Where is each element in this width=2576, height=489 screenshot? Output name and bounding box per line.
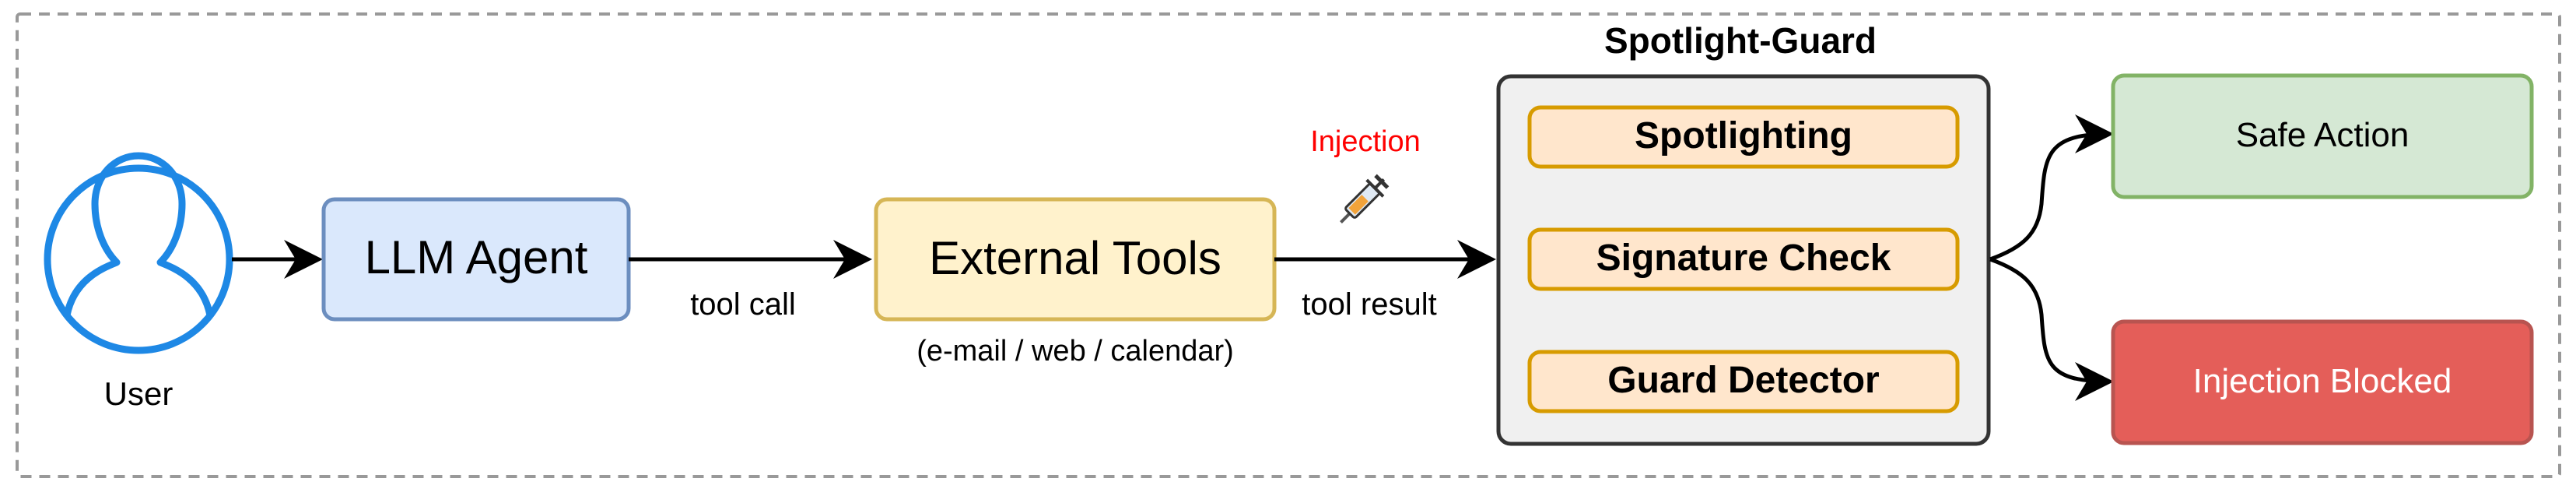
injection-label: Injection bbox=[1310, 125, 1421, 158]
tool-call-label: tool call bbox=[690, 287, 796, 322]
injection-blocked-label: Injection Blocked bbox=[2193, 362, 2452, 400]
tool-result-label: tool result bbox=[1302, 287, 1436, 322]
stage-spotlighting-box bbox=[1527, 105, 1960, 169]
llm-agent-label: LLM Agent bbox=[365, 231, 588, 283]
syringe-icon bbox=[1340, 174, 1390, 223]
external-tools-label: External Tools bbox=[929, 232, 1221, 284]
stage-spotlighting-label: Spotlighting bbox=[1635, 115, 1852, 157]
stage-signature-check-box bbox=[1527, 227, 1960, 291]
outer-dashed-frame bbox=[16, 12, 2561, 478]
user-label: User bbox=[104, 375, 173, 412]
user-icon bbox=[44, 152, 233, 354]
guard-to-blocked-arrow bbox=[1989, 257, 2114, 401]
stage-guard-detector-label: Guard Detector bbox=[1607, 360, 1879, 401]
external-tools-sublabel: (e-mail / web / calendar) bbox=[916, 335, 1234, 368]
stage-signature-check-label: Signature Check bbox=[1596, 237, 1891, 279]
injection-blocked-box bbox=[2111, 319, 2534, 445]
guard-to-safe-arrow bbox=[1989, 114, 2114, 262]
guard-title: Spotlight-Guard bbox=[1604, 20, 1877, 61]
stage-guard-detector-box bbox=[1527, 350, 1960, 413]
safe-action-label: Safe Action bbox=[2236, 116, 2410, 154]
safe-action-box bbox=[2111, 73, 2534, 199]
